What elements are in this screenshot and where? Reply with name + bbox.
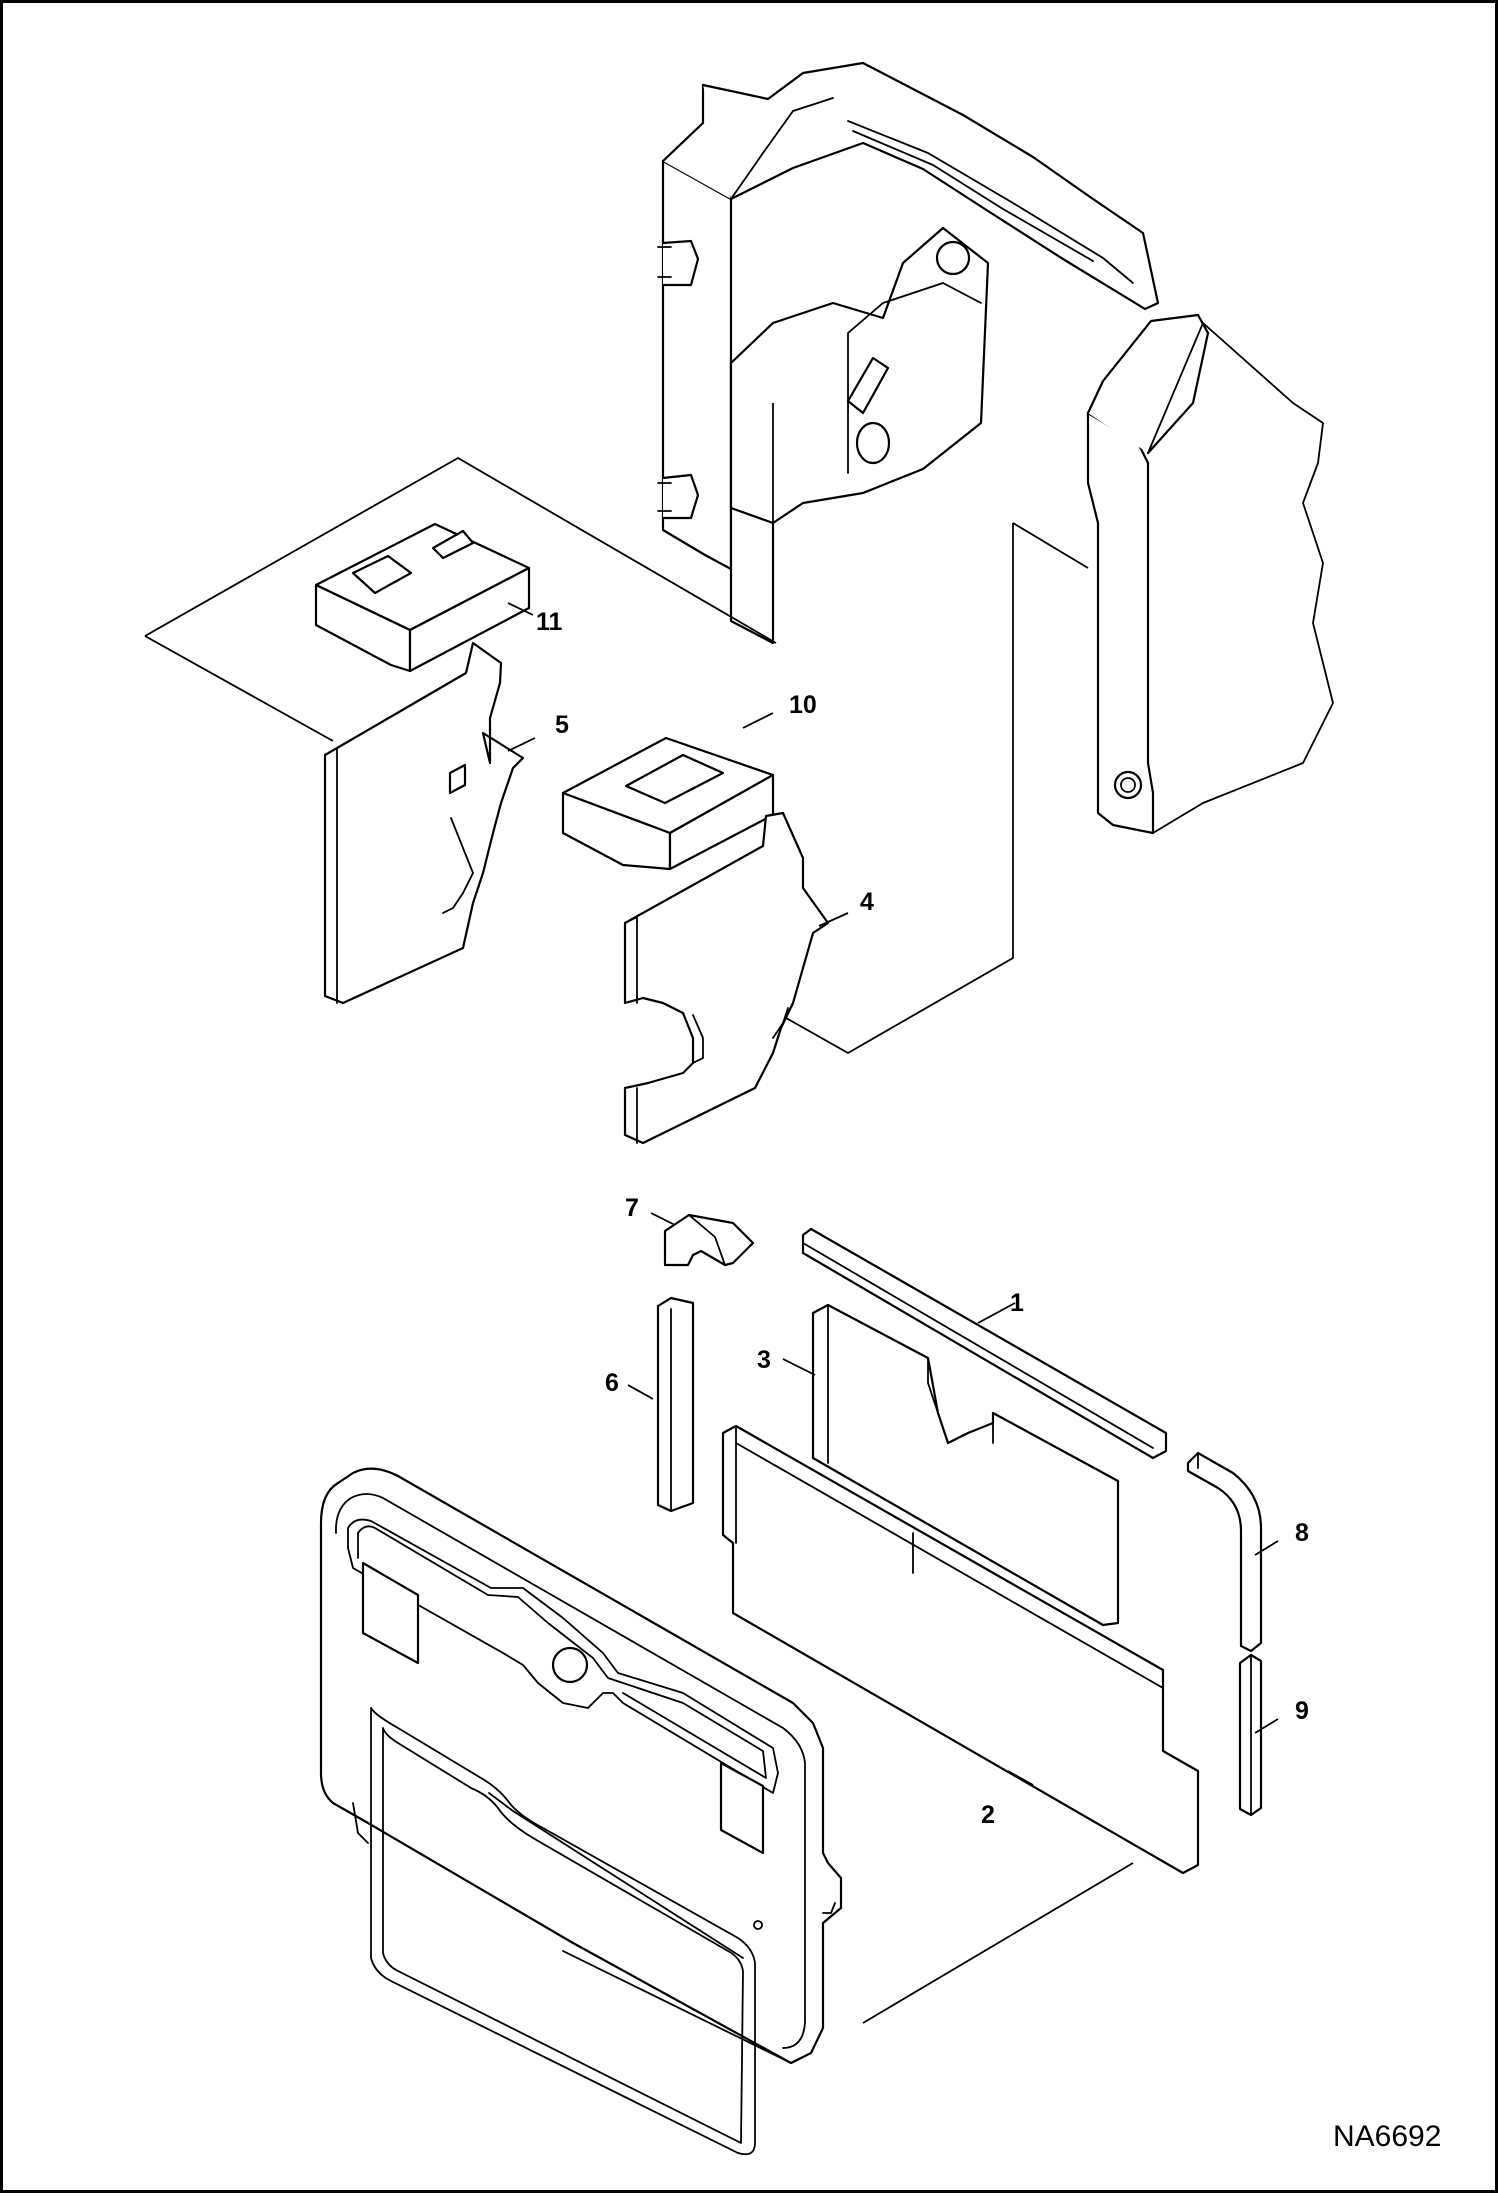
callout-2: 2 — [981, 1801, 995, 1829]
callout-8: 8 — [1295, 1519, 1309, 1547]
callout-10: 10 — [789, 691, 817, 719]
reference-lines — [144, 403, 1089, 1055]
callout-3: 3 — [757, 1346, 771, 1374]
callout-6: 6 — [605, 1369, 619, 1397]
callout-9: 9 — [1295, 1697, 1309, 1725]
callout-4: 4 — [860, 888, 874, 916]
door-reference-line — [862, 1862, 1134, 2024]
callout-7: 7 — [625, 1194, 639, 1222]
part-5-panel — [323, 641, 525, 1005]
part-11-block — [314, 522, 531, 673]
callout-labels: 1 2 3 4 5 6 7 8 9 10 11 — [536, 608, 1309, 1829]
door-panel — [319, 1467, 843, 2156]
figure-id: NA6692 — [1333, 2120, 1441, 2153]
part-10-block — [561, 736, 775, 871]
part-3-panel — [811, 1303, 1120, 1627]
callout-5: 5 — [555, 711, 569, 739]
part-8-strip — [1186, 1451, 1263, 1653]
part-6-strip — [656, 1296, 695, 1513]
callout-11: 11 — [536, 608, 563, 636]
part-7-piece — [663, 1213, 755, 1267]
part-1-strip — [801, 1227, 1168, 1460]
callout-leaders — [507, 602, 1279, 1786]
part-9-strip — [1238, 1653, 1263, 1817]
callout-1: 1 — [1010, 1289, 1024, 1317]
housing-frame — [657, 61, 1334, 835]
part-4-panel — [623, 811, 830, 1145]
part-2-panel — [721, 1424, 1200, 1875]
parts-diagram: 1 2 3 4 5 6 7 8 9 10 11 NA6692 — [144, 61, 1441, 2156]
